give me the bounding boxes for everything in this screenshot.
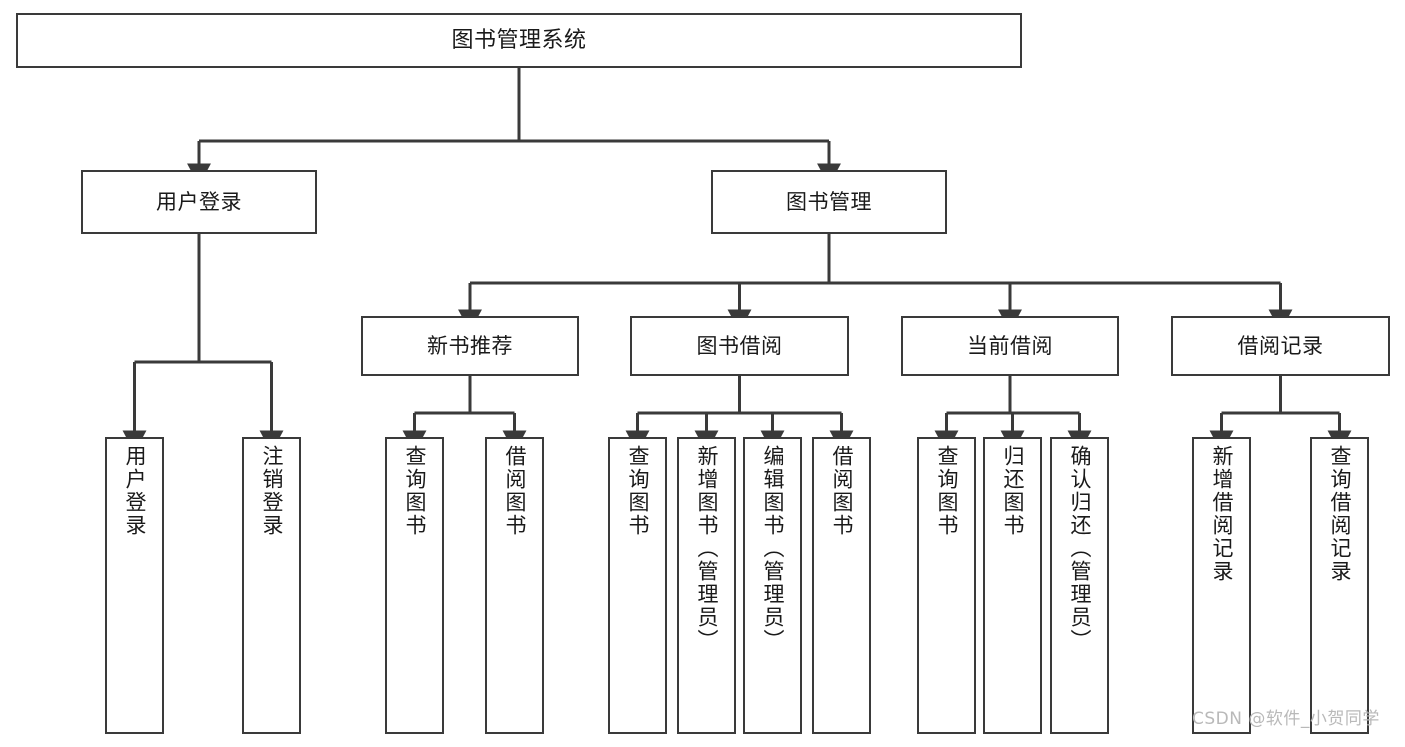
node-l6[interactable]: 新增图书（管理员）	[677, 437, 736, 734]
node-borrow[interactable]: 图书借阅	[630, 316, 849, 376]
node-label: 查询图书	[626, 445, 650, 537]
node-label: 借阅图书	[503, 445, 527, 537]
node-current[interactable]: 当前借阅	[901, 316, 1119, 376]
node-root[interactable]: 图书管理系统	[16, 13, 1022, 68]
node-l11[interactable]: 确认归还（管理员）	[1050, 437, 1109, 734]
node-label: 查询图书	[935, 445, 959, 537]
node-label: 当前借阅	[967, 333, 1053, 358]
node-l2[interactable]: 注销登录	[242, 437, 301, 734]
node-bookmgmt[interactable]: 图书管理	[711, 170, 947, 234]
node-l8[interactable]: 借阅图书	[812, 437, 871, 734]
node-l3[interactable]: 查询图书	[385, 437, 444, 734]
node-l1[interactable]: 用户登录	[105, 437, 164, 734]
node-records[interactable]: 借阅记录	[1171, 316, 1390, 376]
node-l12[interactable]: 新增借阅记录	[1192, 437, 1251, 734]
node-label: 新书推荐	[427, 333, 513, 358]
node-label: 新增借阅记录	[1210, 445, 1234, 583]
node-label: 新增图书（管理员）	[695, 445, 719, 652]
node-l7[interactable]: 编辑图书（管理员）	[743, 437, 802, 734]
csdn-watermark: CSDN @软件_小贺同学	[1192, 709, 1380, 729]
node-label: 注销登录	[260, 445, 284, 537]
node-label: 图书借阅	[696, 333, 783, 358]
node-l10[interactable]: 归还图书	[983, 437, 1042, 734]
node-l13[interactable]: 查询借阅记录	[1310, 437, 1369, 734]
node-login[interactable]: 用户登录	[81, 170, 317, 234]
node-label: 确认归还（管理员）	[1068, 445, 1092, 652]
node-label: 图书管理	[786, 189, 872, 214]
node-newbook[interactable]: 新书推荐	[361, 316, 579, 376]
node-label: 借阅记录	[1237, 333, 1324, 358]
node-label: 借阅图书	[830, 445, 854, 537]
node-label: 编辑图书（管理员）	[761, 445, 785, 652]
node-label: 查询借阅记录	[1328, 445, 1352, 583]
node-label: 查询图书	[403, 445, 427, 537]
node-l5[interactable]: 查询图书	[608, 437, 667, 734]
node-label: 图书管理系统	[451, 27, 587, 53]
node-label: 用户登录	[123, 445, 147, 537]
node-label: 用户登录	[156, 189, 242, 214]
node-label: 归还图书	[1001, 445, 1025, 537]
node-l4[interactable]: 借阅图书	[485, 437, 544, 734]
node-l9[interactable]: 查询图书	[917, 437, 976, 734]
